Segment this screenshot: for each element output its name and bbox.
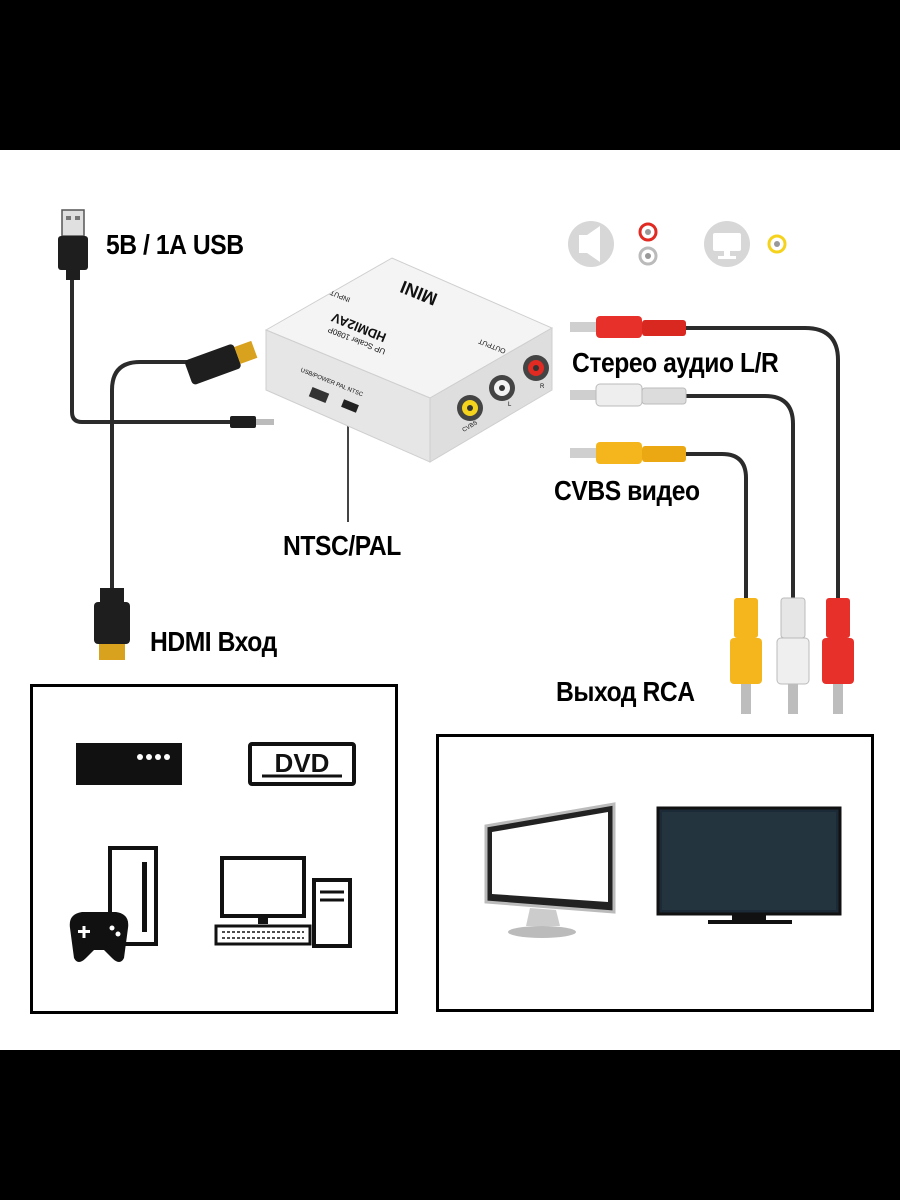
output-jacks [457, 355, 549, 421]
usb-plug-icon [58, 209, 88, 280]
white-rca-output-plug [776, 597, 810, 714]
connection-diagram [58, 209, 854, 962]
hdmi-input-label: HDMI Вход [150, 626, 277, 657]
red-rca-plug [570, 316, 686, 338]
hdmi-input-plug-icon [94, 588, 130, 660]
port-l-label: L [508, 402, 512, 408]
diagram-panel: MINI HDMI2AV UP Scaler 1080P INPUT OUTPU… [0, 150, 900, 1050]
stereo-audio-label: Стерео аудио L/R [572, 347, 779, 378]
display-devices-box [436, 734, 874, 1012]
red-rca-output-plug [822, 598, 854, 714]
speaker-icon [568, 221, 614, 267]
yellow-rca-plug [570, 442, 686, 464]
usb-cable [70, 273, 234, 424]
rca-output-label: Выход RCA [556, 676, 695, 707]
dvd-icon [248, 742, 356, 786]
usb-power-label: 5В / 1А USB [106, 229, 244, 260]
dvd-label: DVD [274, 748, 330, 778]
audio-jack-icons [638, 222, 658, 266]
source-devices-box [30, 684, 398, 1014]
barrel-plug-icon [230, 416, 274, 428]
white-rca-plug [570, 383, 687, 407]
yellow-rca-cable [682, 452, 748, 602]
lcd-monitor-icon [484, 802, 616, 938]
video-jack-icon [767, 234, 787, 254]
desktop-pc-icon [214, 856, 352, 948]
converter-device [264, 257, 554, 463]
hdmi-cable [110, 360, 192, 592]
port-r-label: R [540, 384, 545, 390]
monitor-icon [704, 221, 750, 267]
game-console-icon [69, 846, 158, 962]
ntsc-pal-label: NTSC/PAL [283, 530, 401, 561]
cvbs-video-label: CVBS видео [554, 475, 700, 506]
flat-tv-icon [656, 806, 842, 924]
set-top-box-icon [76, 743, 182, 785]
white-rca-cable [682, 394, 795, 602]
red-rca-cable [682, 326, 840, 602]
yellow-rca-output-plug [730, 598, 762, 714]
hdmi-plug-icon [185, 340, 258, 385]
